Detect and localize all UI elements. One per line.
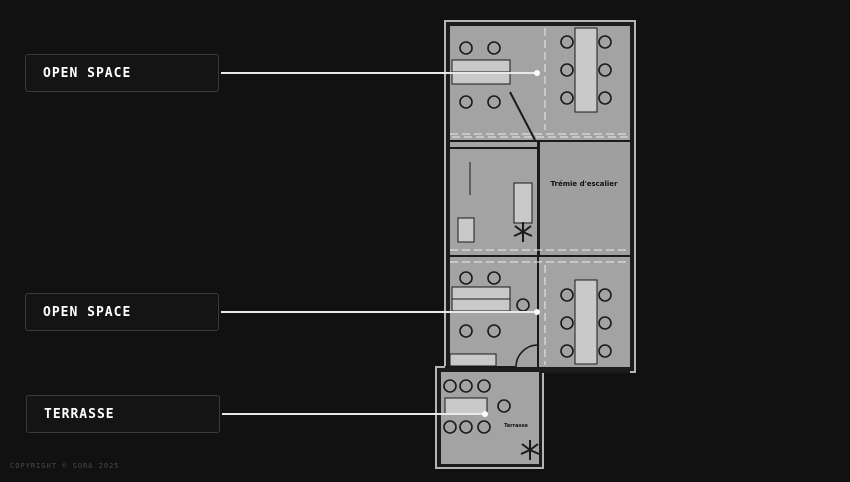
leader-dot-2 <box>534 309 540 315</box>
callout-open-space-1: OPEN SPACE <box>25 54 219 92</box>
callout-open-space-2: OPEN SPACE <box>25 293 219 331</box>
leader-line-3 <box>222 413 485 415</box>
leader-dot-3 <box>482 411 488 417</box>
terrace-plan-label: Terrasse <box>504 423 528 429</box>
leader-line-2 <box>221 311 537 313</box>
callout-label: OPEN SPACE <box>43 304 132 320</box>
leader-dot-1 <box>534 70 540 76</box>
callout-label: TERRASSE <box>44 406 115 422</box>
callout-label: OPEN SPACE <box>43 65 132 81</box>
copyright-text: COPYRIGHT © SORA 2025 <box>10 462 120 470</box>
stair-label: Trémie d'escalier <box>550 180 618 188</box>
leader-line-1 <box>221 72 537 74</box>
callout-terrasse: TERRASSE <box>26 395 220 433</box>
stair-void <box>540 141 630 256</box>
